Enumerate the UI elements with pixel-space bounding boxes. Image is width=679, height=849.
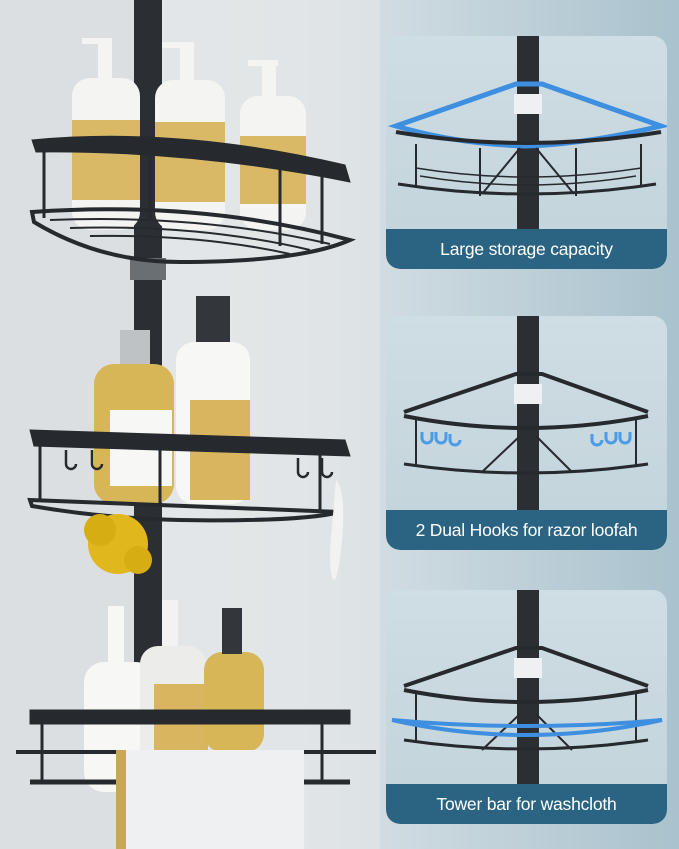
- top-shelf-bottles: [72, 38, 306, 230]
- feature-panel-hooks: 2 Dual Hooks for razor loofah: [386, 316, 667, 550]
- feature-label: 2 Dual Hooks for razor loofah: [386, 510, 667, 550]
- basket-rim-highlight-illustration: [387, 36, 667, 269]
- loofah: [84, 514, 152, 574]
- dual-hooks-highlight-illustration: [403, 316, 649, 550]
- top-basket: [29, 135, 357, 265]
- razor: [330, 480, 344, 580]
- hooks: [64, 450, 334, 479]
- feature-panel-storage: Large storage capacity: [386, 36, 667, 269]
- feature-label: Tower bar for washcloth: [386, 784, 667, 824]
- feature-label: Large storage capacity: [386, 229, 667, 269]
- towel-bar-highlight: [391, 718, 663, 737]
- feature-panel-towel-bar: Tower bar for washcloth: [386, 590, 667, 824]
- washcloth: [116, 750, 304, 849]
- middle-basket: [27, 429, 351, 523]
- hooks-highlight: [420, 432, 632, 447]
- towel-bar-highlight-illustration: [391, 590, 663, 824]
